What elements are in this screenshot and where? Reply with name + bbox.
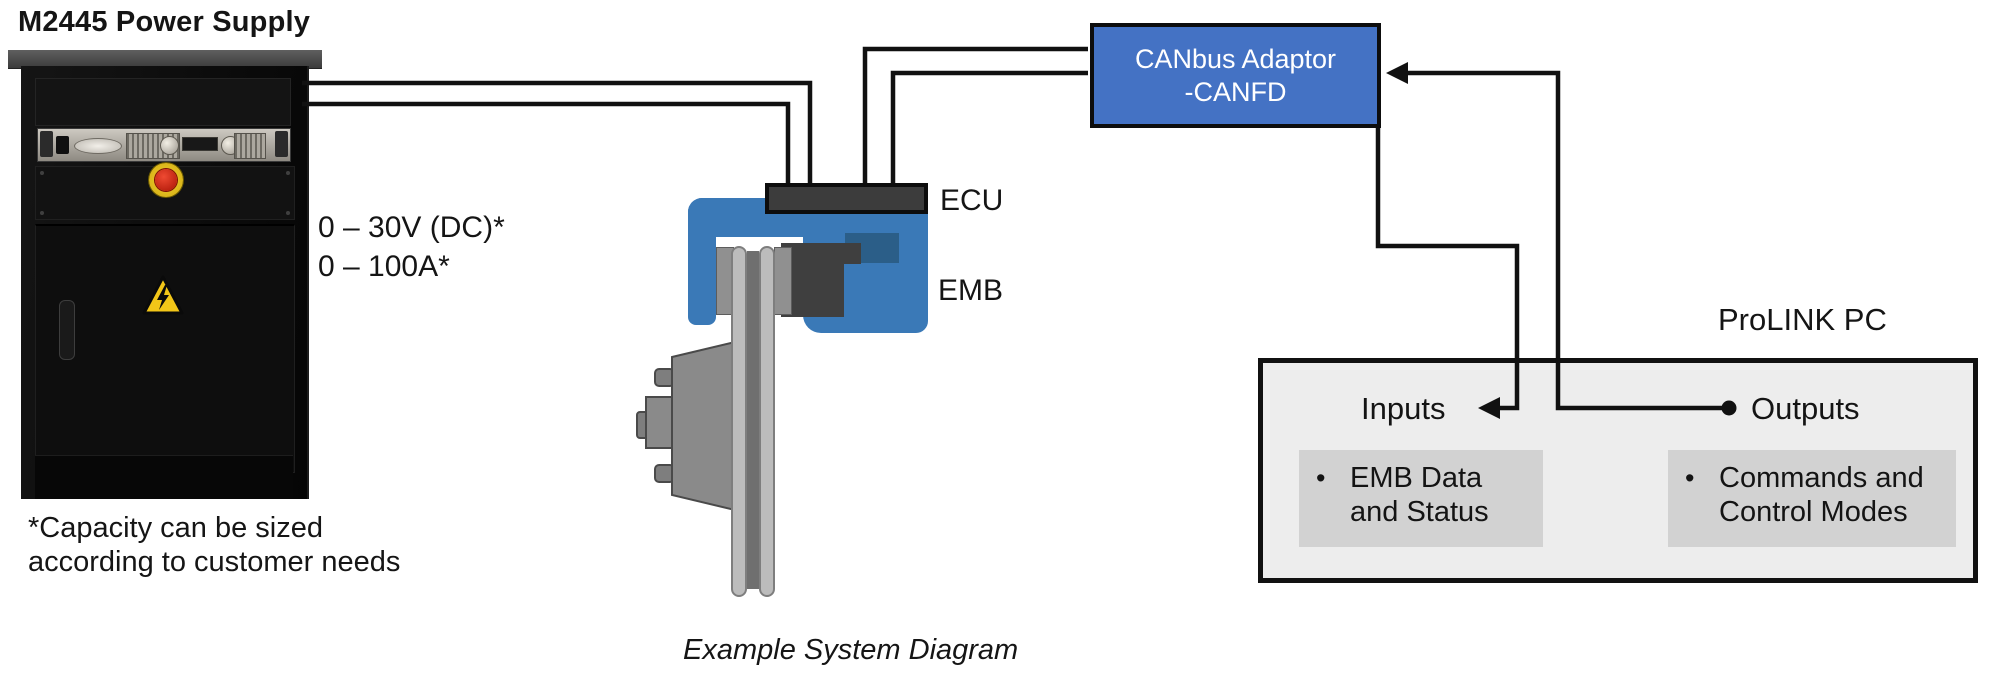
door-handle: [59, 300, 75, 360]
cabinet-base: [35, 455, 293, 499]
adjust-knob: [160, 136, 179, 155]
outputs-item-line1: Commands and: [1719, 462, 1924, 494]
inputs-label: Inputs: [1361, 391, 1446, 426]
current-spec: 0 – 100A*: [318, 250, 450, 283]
outputs-item-box: • Commands and Control Modes: [1668, 450, 1956, 547]
brake-disc-core: [747, 251, 759, 589]
inputs-item-line1: EMB Data: [1350, 462, 1483, 494]
brake-pad-right: [774, 247, 792, 315]
voltage-spec: 0 – 30V (DC)*: [318, 211, 505, 244]
psu-to-ecu-wire-2: [302, 101, 791, 186]
prolink-pc-box: Inputs Outputs • EMB Data and Status • C…: [1258, 358, 1978, 583]
rack-bracket-left: [40, 131, 53, 157]
cabinet-top-plate: [8, 50, 322, 68]
bullet: •: [1685, 463, 1695, 493]
ecu-to-canbus-wire-2: [890, 70, 1088, 186]
screw: [40, 211, 44, 215]
psu-to-ecu-wire-1: [302, 80, 813, 186]
emergency-stop-button: [155, 169, 177, 191]
caliper-left-arm: [688, 198, 716, 325]
ecu-label: ECU: [940, 184, 1004, 217]
capacity-footnote-line2: according to customer needs: [28, 546, 401, 578]
inputs-item-line2: and Status: [1350, 496, 1489, 528]
outputs-item-line2: Control Modes: [1719, 496, 1908, 528]
emb-label: EMB: [938, 274, 1004, 307]
screw: [286, 171, 290, 175]
bullet: •: [1316, 463, 1326, 493]
outputs-label: Outputs: [1751, 391, 1860, 426]
screw: [286, 211, 290, 215]
ecu-to-canbus-wire-1: [862, 46, 1088, 186]
canbus-label-line1: CANbus Adaptor: [1134, 43, 1337, 74]
canbus-label-line2: -CANFD: [1184, 76, 1287, 107]
diagram-caption: Example System Diagram: [683, 634, 1019, 666]
cabinet-door: [35, 224, 295, 473]
power-supply-cabinet: [8, 50, 322, 499]
panel-display: [182, 137, 218, 151]
canbus-adaptor-box: CANbus Adaptor -CANFD: [1090, 23, 1381, 128]
screw: [40, 171, 44, 175]
power-switch: [56, 136, 69, 154]
brake-disc-left-face: [731, 246, 747, 597]
canbus-arrowhead: [1386, 62, 1408, 84]
brand-badge: [74, 138, 122, 154]
rack-bracket-right: [275, 131, 288, 157]
high-voltage-warning-icon: [142, 275, 184, 315]
wheel-hub: [636, 340, 736, 512]
cabinet-body: [21, 66, 309, 499]
capacity-footnote-line1: *Capacity can be sized: [28, 512, 323, 544]
brake-disc-right-face: [759, 246, 775, 597]
cabinet-upper-recess: [35, 78, 291, 126]
vent-grille: [234, 133, 266, 159]
prolink-pc-title: ProLINK PC: [1718, 302, 1887, 337]
power-supply-title: M2445 Power Supply: [18, 6, 311, 38]
psu-front-panel: [37, 128, 291, 162]
inputs-item-box: • EMB Data and Status: [1299, 450, 1543, 547]
ecu-box: [765, 183, 928, 214]
